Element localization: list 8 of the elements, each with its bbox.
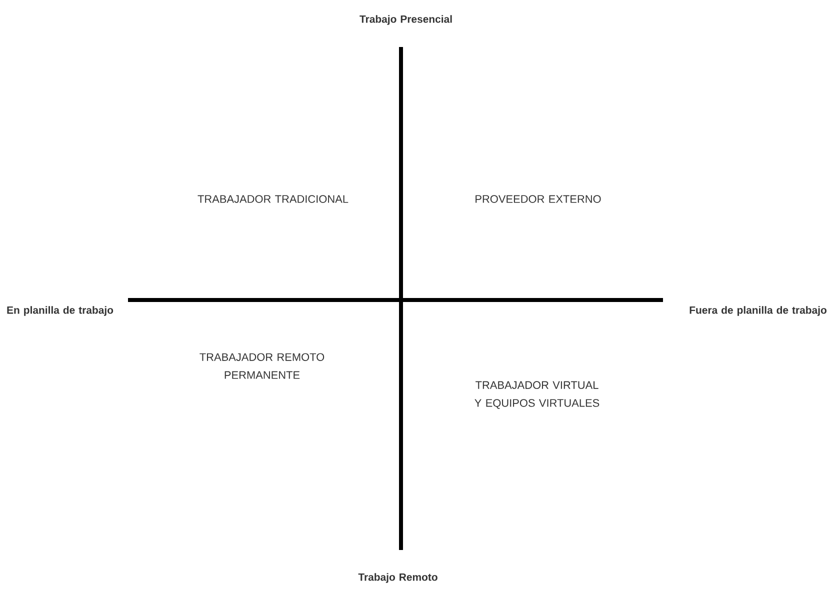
quadrant-label: PROVEEDOR EXTERNO: [476, 195, 601, 203]
axis-label: Trabajo Remoto: [358, 573, 438, 583]
axis-label: Fuera de planilla de trabajo: [690, 306, 826, 316]
quadrant-label: TRABAJADOR TRADICIONAL: [198, 195, 348, 203]
quadrant-label: TRABAJADOR REMOTO PERMANENTE: [200, 353, 324, 379]
axis-label: En planilla de trabajo: [7, 306, 114, 316]
axis-label: Trabajo Presencial: [360, 15, 452, 25]
quadrant-label: TRABAJADOR VIRTUAL Y EQUIPOS VIRTUALES: [474, 381, 600, 409]
